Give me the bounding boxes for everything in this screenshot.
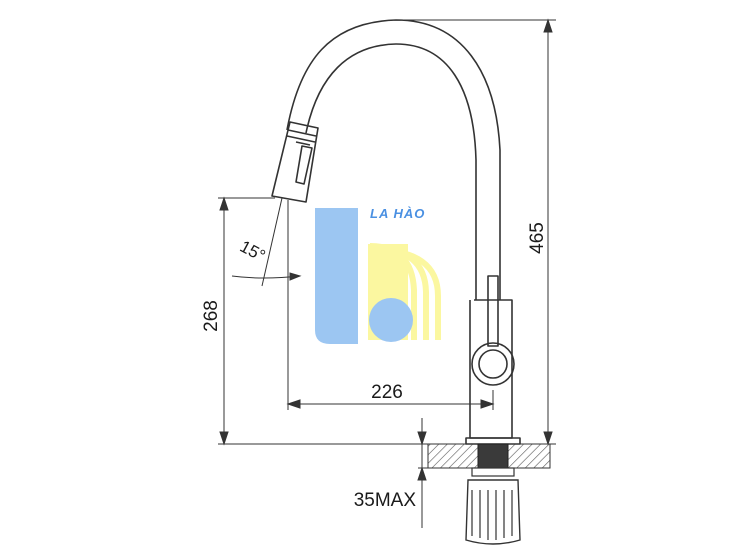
countertop-hatch-left bbox=[427, 443, 479, 469]
spray-head-ring-1 bbox=[287, 129, 317, 137]
mount-nut-top bbox=[471, 467, 515, 477]
label-angle: 15° bbox=[237, 237, 269, 266]
dim-465-arrow-bottom bbox=[543, 431, 553, 446]
dim-35max-arrow-top bbox=[417, 431, 427, 446]
dim-465-arrow-top bbox=[543, 18, 553, 33]
faucet-outline bbox=[271, 19, 521, 445]
dim-226-arrow-left bbox=[286, 399, 301, 409]
spray-head bbox=[271, 121, 319, 203]
countertop-hatch-right bbox=[507, 443, 551, 469]
dim-268-arrow-top bbox=[219, 196, 229, 211]
label-35max: 35MAX bbox=[354, 490, 417, 511]
watermark-text: LA HÀO bbox=[370, 206, 425, 221]
dim-268-arrow-bottom bbox=[219, 431, 229, 446]
countertop-section bbox=[427, 443, 551, 545]
spout-inner bbox=[305, 43, 477, 300]
lever-handle bbox=[487, 275, 499, 347]
base-plate bbox=[465, 437, 521, 445]
dimension-lines bbox=[218, 18, 556, 528]
dim-226-arrow-right bbox=[480, 399, 495, 409]
label-268: 268 bbox=[201, 300, 222, 332]
watermark-logo: LA HÀO bbox=[315, 206, 441, 344]
spray-head-ring-2 bbox=[286, 135, 316, 143]
dim-35max-arrow-bottom bbox=[417, 466, 427, 481]
watermark-blue-circle bbox=[369, 298, 413, 342]
watermark-blue-bar bbox=[315, 208, 358, 344]
angle-arrow-right bbox=[289, 272, 302, 281]
mount-shank bbox=[477, 443, 509, 469]
mount-nut-ribs bbox=[471, 490, 513, 540]
spray-head-button bbox=[295, 145, 313, 185]
label-226: 226 bbox=[371, 382, 403, 403]
angle-ray bbox=[261, 197, 283, 287]
watermark-yellow-arc-3 bbox=[373, 247, 441, 340]
lever-hub-outer bbox=[471, 342, 515, 386]
label-465: 465 bbox=[527, 222, 548, 254]
spray-head-ring-3 bbox=[295, 141, 311, 146]
lever-hub-inner bbox=[478, 349, 508, 379]
